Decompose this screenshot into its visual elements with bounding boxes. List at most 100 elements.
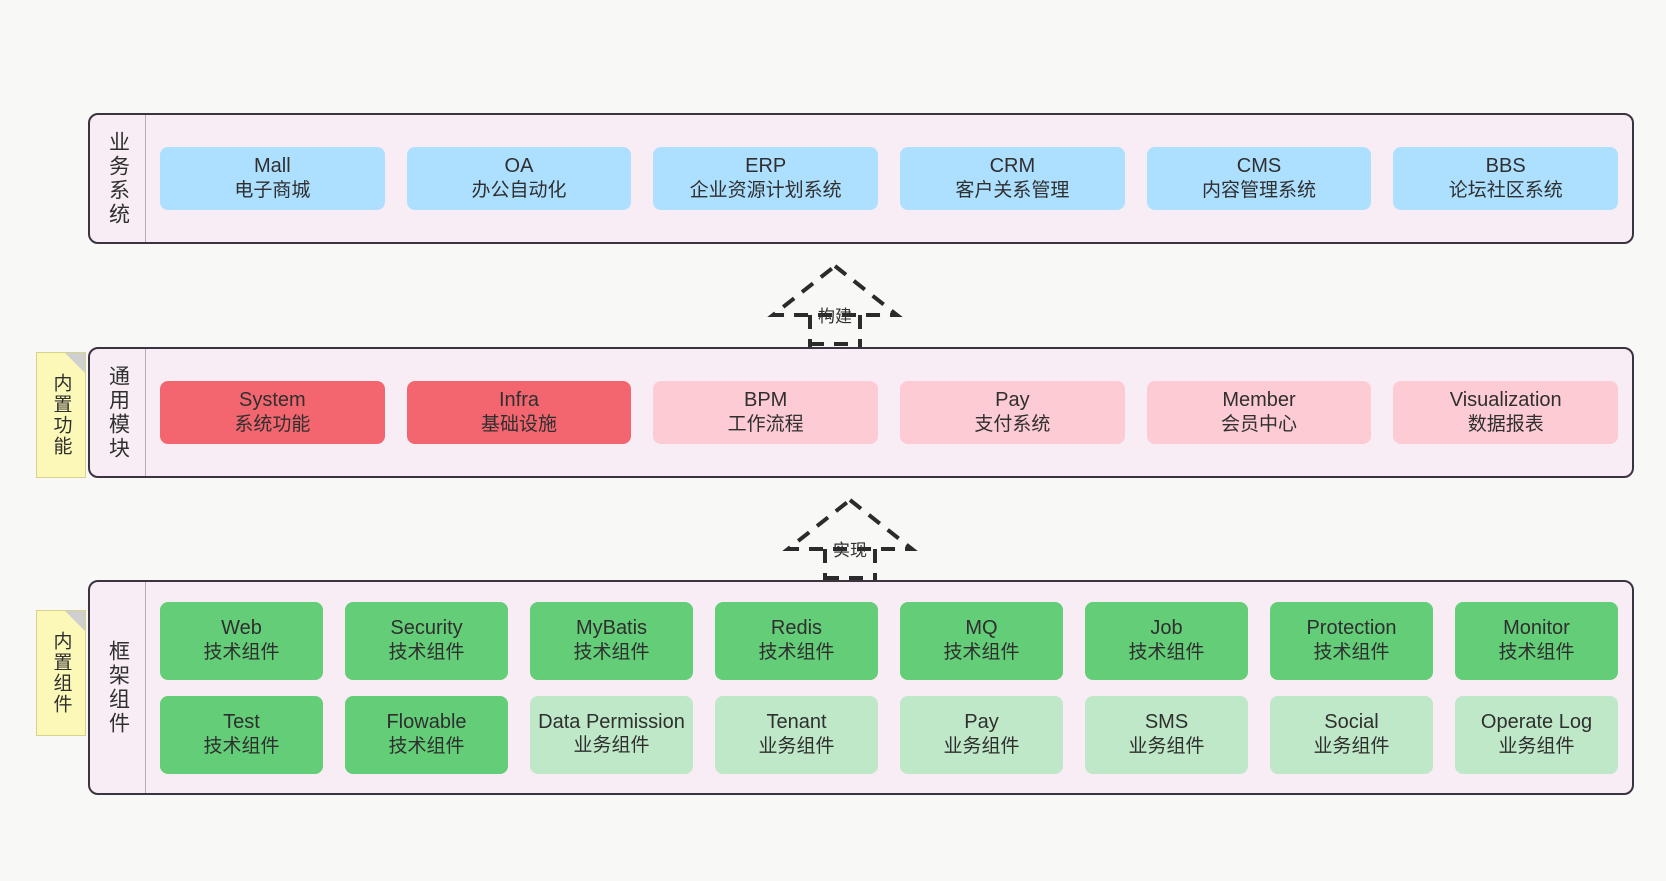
component-card-web[interactable]: Web 技术组件 <box>160 601 323 680</box>
note-builtin-components: 内置组件 <box>36 610 86 736</box>
module-subtitle: 支付系统 <box>974 414 1051 436</box>
module-card-member[interactable]: Member 会员中心 <box>1146 381 1372 444</box>
layer-body-business-systems: Mall 电子商城 OA 办公自动化 ERP 企业资源计划系统 CRM 客户关系… <box>146 115 1632 242</box>
component-subtitle: 技术组件 <box>1128 642 1205 664</box>
component-subtitle: 技术组件 <box>573 642 650 664</box>
module-card-pay[interactable]: Pay 支付系统 <box>900 381 1125 444</box>
layer-caption-business-systems: 业务系统 <box>90 115 146 242</box>
component-title: Job <box>1150 617 1183 640</box>
module-title: System <box>238 389 306 412</box>
note-text: 内置功能 <box>50 373 72 457</box>
layer-caption-framework-components: 框架组件 <box>90 582 146 793</box>
card-row: Mall 电子商城 OA 办公自动化 ERP 企业资源计划系统 CRM 客户关系… <box>160 147 1619 210</box>
component-card-redis[interactable]: Redis 技术组件 <box>715 601 878 680</box>
component-subtitle: 技术组件 <box>203 642 280 664</box>
module-card-cms[interactable]: CMS 内容管理系统 <box>1146 147 1372 210</box>
arrow-tail-icon <box>810 342 860 346</box>
component-subtitle: 技术组件 <box>943 642 1020 664</box>
component-card-protection[interactable]: Protection 技术组件 <box>1270 601 1433 680</box>
module-subtitle: 内容管理系统 <box>1202 180 1317 202</box>
module-card-crm[interactable]: CRM 客户关系管理 <box>900 147 1125 210</box>
component-card-monitor[interactable]: Monitor 技术组件 <box>1455 601 1618 680</box>
layer-caption-common-modules: 通用模块 <box>90 349 146 476</box>
module-title: CMS <box>1236 155 1282 178</box>
card-row: System 系统功能 Infra 基础设施 BPM 工作流程 Pay 支付系统… <box>160 381 1619 444</box>
component-title: Redis <box>770 617 823 640</box>
component-title: Monitor <box>1503 617 1570 640</box>
module-subtitle: 工作流程 <box>727 414 804 436</box>
component-title: Tenant <box>766 711 827 734</box>
module-card-bbs[interactable]: BBS 论坛社区系统 <box>1393 147 1619 210</box>
component-card-pay[interactable]: Pay 业务组件 <box>900 695 1063 774</box>
component-card-security[interactable]: Security 技术组件 <box>345 601 508 680</box>
card-row: Web 技术组件 Security 技术组件 MyBatis 技术组件 Redi… <box>160 601 1618 680</box>
component-subtitle: 技术组件 <box>758 642 835 664</box>
component-title: SMS <box>1144 711 1189 734</box>
component-card-data-permission[interactable]: Data Permission 业务组件 <box>530 695 693 774</box>
arrow-tail-icon <box>825 576 875 580</box>
module-card-bpm[interactable]: BPM 工作流程 <box>653 381 879 444</box>
component-title: MyBatis <box>575 617 648 640</box>
arrow-implement-tail <box>775 564 925 584</box>
module-subtitle: 会员中心 <box>1221 414 1298 436</box>
component-subtitle: 技术组件 <box>1313 642 1390 664</box>
component-card-mq[interactable]: MQ 技术组件 <box>900 601 1063 680</box>
component-subtitle: 技术组件 <box>1498 642 1575 664</box>
arrow-label-build: 构建 <box>818 307 852 326</box>
component-card-flowable[interactable]: Flowable 技术组件 <box>345 695 508 774</box>
component-subtitle: 业务组件 <box>1498 736 1575 758</box>
component-card-tenant[interactable]: Tenant 业务组件 <box>715 695 878 774</box>
module-subtitle: 电子商城 <box>234 180 311 202</box>
note-fold-corner-icon <box>65 353 85 373</box>
layer-body-common-modules: System 系统功能 Infra 基础设施 BPM 工作流程 Pay 支付系统… <box>146 349 1632 476</box>
module-title: Infra <box>498 389 540 412</box>
module-title: OA <box>504 155 534 178</box>
module-card-erp[interactable]: ERP 企业资源计划系统 <box>653 147 879 210</box>
component-subtitle: 技术组件 <box>388 736 465 758</box>
layer-framework-components: 框架组件 Web 技术组件 Security 技术组件 MyBatis 技术组件… <box>88 580 1634 795</box>
arrow-build-tail <box>760 330 910 350</box>
component-subtitle: 业务组件 <box>943 736 1020 758</box>
module-subtitle: 系统功能 <box>234 414 311 436</box>
component-card-mybatis[interactable]: MyBatis 技术组件 <box>530 601 693 680</box>
component-title: Pay <box>964 711 999 734</box>
layer-common-modules: 通用模块 System 系统功能 Infra 基础设施 BPM 工作流程 Pay <box>88 347 1634 478</box>
module-card-mall[interactable]: Mall 电子商城 <box>160 147 385 210</box>
module-subtitle: 客户关系管理 <box>955 180 1070 202</box>
component-title: Security <box>390 617 463 640</box>
module-title: Member <box>1222 389 1296 412</box>
module-subtitle: 论坛社区系统 <box>1448 180 1563 202</box>
module-card-oa[interactable]: OA 办公自动化 <box>406 147 632 210</box>
module-subtitle: 基础设施 <box>481 414 558 436</box>
component-card-test[interactable]: Test 技术组件 <box>160 695 323 774</box>
component-title: Flowable <box>386 711 467 734</box>
module-card-system[interactable]: System 系统功能 <box>160 381 385 444</box>
component-card-social[interactable]: Social 业务组件 <box>1270 695 1433 774</box>
component-card-job[interactable]: Job 技术组件 <box>1085 601 1248 680</box>
module-card-visualization[interactable]: Visualization 数据报表 <box>1393 381 1619 444</box>
component-title: Social <box>1324 711 1379 734</box>
arrow-label-implement: 实现 <box>833 541 867 560</box>
component-title: Web <box>221 617 262 640</box>
component-title: MQ <box>965 617 998 640</box>
card-row: Test 技术组件 Flowable 技术组件 Data Permission … <box>160 695 1618 774</box>
component-subtitle: 技术组件 <box>388 642 465 664</box>
note-text: 内置组件 <box>50 631 72 715</box>
component-title: Data Permission <box>538 710 685 733</box>
module-title: Mall <box>254 155 291 178</box>
component-subtitle: 业务组件 <box>1313 736 1390 758</box>
module-title: BBS <box>1485 155 1526 178</box>
module-subtitle: 企业资源计划系统 <box>689 180 842 202</box>
module-card-infra[interactable]: Infra 基础设施 <box>406 381 632 444</box>
layer-body-framework-components: Web 技术组件 Security 技术组件 MyBatis 技术组件 Redi… <box>146 582 1632 793</box>
note-builtin-features: 内置功能 <box>36 352 86 478</box>
note-fold-corner-icon <box>65 611 85 631</box>
component-card-sms[interactable]: SMS 业务组件 <box>1085 695 1248 774</box>
component-card-operate-log[interactable]: Operate Log 业务组件 <box>1455 695 1618 774</box>
component-title: Operate Log <box>1480 711 1593 734</box>
component-title: Test <box>223 711 260 734</box>
module-title: BPM <box>744 389 788 412</box>
module-subtitle: 数据报表 <box>1467 414 1544 436</box>
component-subtitle: 业务组件 <box>758 736 835 758</box>
